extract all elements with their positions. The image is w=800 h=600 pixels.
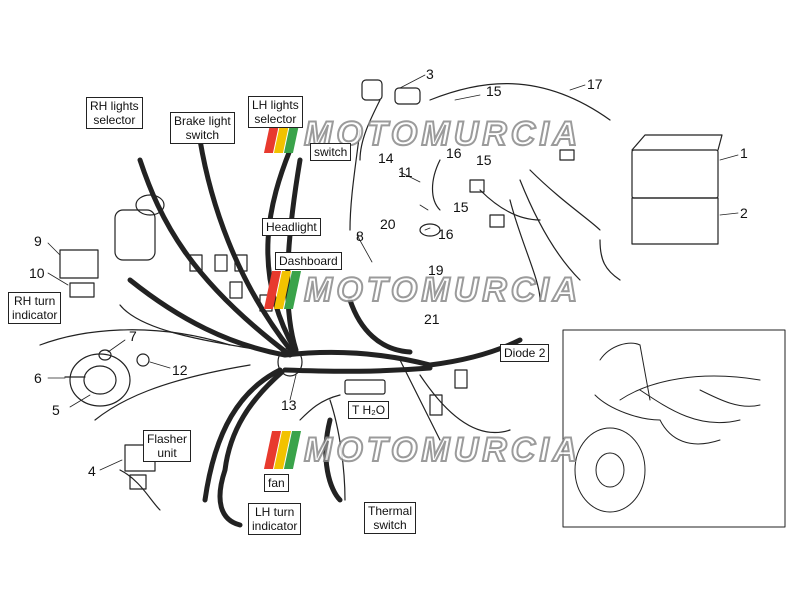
label-diode-2: Diode 2 — [500, 344, 550, 362]
watermark: MOTOMURCIA — [263, 428, 582, 472]
label-line: Brake light — [174, 114, 231, 128]
callout-12: 12 — [172, 362, 188, 378]
label-line: Thermal — [368, 504, 413, 518]
inset-frame — [562, 329, 786, 528]
t-h2o-sensor — [344, 379, 386, 395]
harness-sheath — [277, 347, 303, 377]
label-line: selector — [93, 113, 136, 127]
watermark: MOTOMURCIA — [263, 268, 582, 312]
diode-connector — [429, 394, 443, 416]
callout-6: 6 — [34, 370, 42, 386]
key — [135, 194, 165, 216]
label-switch: switch — [310, 143, 352, 161]
label-fan: fan — [264, 474, 289, 492]
label-line: selector — [254, 112, 297, 126]
leader-lines — [47, 74, 739, 471]
label-line: unit — [157, 446, 177, 460]
callout-4: 4 — [88, 463, 96, 479]
callout-1: 1 — [740, 145, 748, 161]
callout-16b: 16 — [438, 226, 454, 242]
relay-part-9 — [59, 249, 99, 279]
callout-17: 17 — [587, 76, 603, 92]
part-7 — [98, 349, 112, 361]
callout-8: 8 — [356, 228, 364, 244]
callout-21: 21 — [424, 311, 440, 327]
callout-16a: 16 — [446, 145, 462, 161]
components — [59, 79, 723, 490]
callout-7: 7 — [129, 328, 137, 344]
callout-15a: 15 — [486, 83, 502, 99]
watermark-text: MOTOMURCIA — [303, 270, 582, 310]
callout-11: 11 — [398, 164, 413, 180]
label-line: switch — [373, 518, 407, 532]
inset-motorcycle — [574, 342, 761, 513]
label-line: indicator — [12, 308, 58, 322]
label-line: RH turn — [14, 294, 56, 308]
callout-20: 20 — [380, 216, 396, 232]
watermark-logo-icon — [263, 431, 302, 469]
label-line: LH turn — [255, 505, 295, 519]
callout-5: 5 — [52, 402, 60, 418]
thin-wires — [39, 83, 621, 511]
label-dashboard: Dashboard — [275, 252, 342, 270]
label-line: RH lights — [90, 99, 139, 113]
label-line: switch — [185, 128, 220, 142]
part-20 — [419, 223, 441, 237]
horn-part-5 — [69, 353, 131, 407]
watermark-text: MOTOMURCIA — [303, 430, 582, 470]
label-line: Flasher — [147, 432, 188, 446]
harness-bundle — [127, 137, 523, 528]
battery-part-1 — [631, 149, 719, 199]
part-3 — [361, 79, 383, 101]
ignition-switch — [114, 209, 156, 261]
callout-19: 19 — [428, 262, 444, 278]
label-t-h2o: T H₂O — [348, 401, 390, 419]
watermark-logo-icon — [263, 271, 302, 309]
callout-9: 9 — [34, 233, 42, 249]
label-line: indicator — [252, 519, 298, 533]
part-12 — [136, 353, 150, 367]
callout-15b: 15 — [476, 152, 492, 168]
callout-3: 3 — [426, 66, 434, 82]
label-line: LH lights — [252, 98, 299, 112]
callout-10: 10 — [29, 265, 45, 281]
callout-13: 13 — [281, 397, 297, 413]
callout-14: 14 — [378, 150, 394, 166]
part-10 — [69, 282, 95, 298]
callout-2: 2 — [740, 205, 748, 221]
callout-15c: 15 — [453, 199, 469, 215]
label-headlight: Headlight — [262, 218, 321, 236]
battery-part-2 — [631, 197, 719, 245]
